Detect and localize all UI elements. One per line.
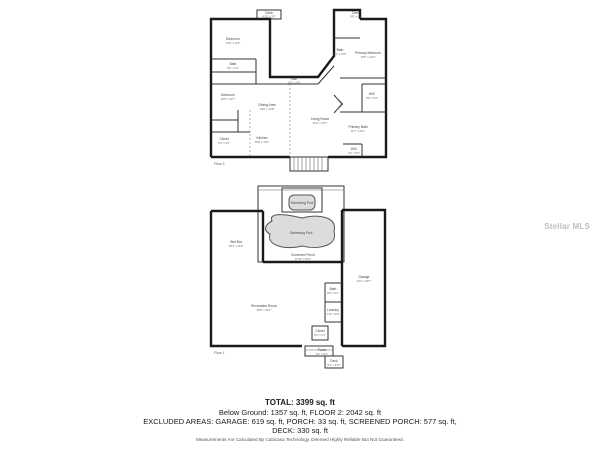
- room-dims: 18'4" x 14'6": [229, 244, 244, 248]
- room-bath-lower: Bath 8'0" x 6'1": [327, 287, 339, 295]
- room-dims: 24'4" x 39'7": [357, 279, 372, 283]
- room-dims: 8'0" x 6'1": [327, 291, 339, 295]
- room-name: Primary Bath: [348, 125, 367, 129]
- room-name: Wet Bar: [230, 240, 243, 244]
- room-name: Living Room: [311, 117, 330, 121]
- total-area: TOTAL: 3399 sq. ft: [265, 398, 335, 407]
- room-primary-bedroom: Primary Bedroom 15'5" x 13'0": [355, 51, 381, 59]
- room-name: Hall: [291, 77, 297, 81]
- room-name: Porch: [318, 348, 327, 352]
- room-bedroom-tl: Bedroom 14'9" x 12'6": [226, 37, 241, 45]
- area-breakdown: Below Ground: 1357 sq. ft, FLOOR 2: 2042…: [218, 408, 382, 417]
- room-name: Swimming Pool: [290, 231, 313, 235]
- room-screened-porch: Screened Porch 37'10" x 25'1": [291, 253, 315, 261]
- room-name: Deck: [352, 11, 360, 15]
- floor-2-plan: [209, 8, 388, 172]
- room-bath-tr: Bath 9'1" x 10'6": [333, 48, 346, 56]
- room-dims: 7'11" x 8'4": [326, 312, 339, 316]
- room-dims: 8'2" x 5'1": [227, 66, 239, 70]
- room-name: Deck: [330, 359, 338, 363]
- room-wic: WIC 9'0" x 5'2": [366, 92, 378, 100]
- room-name: Bath: [230, 62, 237, 66]
- room-name: Bath: [337, 48, 344, 52]
- room-dims: 9'1" x 10'6": [333, 52, 346, 56]
- room-closet-lower: Closet 5'2" x 3'1": [314, 329, 326, 337]
- room-name: Recreation Room: [251, 304, 277, 308]
- room-dims: 13'9" x 10'8": [260, 107, 275, 111]
- room-name: Bedroom: [226, 37, 240, 41]
- floor-1-plan: [209, 185, 387, 369]
- room-dims: 8'3" x 3'10": [327, 363, 340, 367]
- floor-plan-drawing: Floor 2 Floor 1 Deck 4'10" x 3'9" Bedroo…: [209, 8, 388, 369]
- room-dims: 16'8" x 13'1": [255, 140, 270, 144]
- room-dims: 11'7" x 10'1": [351, 129, 366, 133]
- room-hall-top: Hall 13'1" x 4'3": [287, 77, 300, 85]
- room-kitchen: Kitchen 16'8" x 13'1": [255, 136, 270, 144]
- small-pool-shape: [288, 194, 316, 211]
- watermark: Stellar MLS: [544, 222, 590, 231]
- room-name: Laundry: [327, 308, 339, 312]
- room-dims: 37'10" x 25'1": [295, 257, 311, 261]
- pool-shape: [265, 214, 335, 248]
- room-living: Living Room 16'4" x 15'7": [311, 117, 330, 125]
- room-dims: 39'5" x 31'3": [257, 308, 272, 312]
- room-deck-top: Deck 4'10" x 3'9": [262, 11, 275, 19]
- room-laundry: Laundry 7'11" x 8'4": [326, 308, 339, 316]
- room-dining: Dining Area 13'9" x 10'8": [258, 103, 275, 111]
- excluded-areas: EXCLUDED AREAS: GARAGE: 619 sq. ft, PORC…: [143, 417, 457, 426]
- room-swimming-pool-small: Swimming Pool: [291, 201, 314, 205]
- room-dims: 5'2" x 3'1": [314, 333, 326, 337]
- room-name: Garage: [359, 275, 370, 279]
- floor-1-label: Floor 1: [214, 351, 225, 355]
- room-dims: 4'10" x 3'9": [262, 15, 275, 19]
- room-name: Swimming Pool: [291, 201, 314, 205]
- excluded-areas-deck: DECK: 330 sq. ft: [272, 426, 328, 435]
- room-name: Closet: [219, 137, 228, 141]
- room-dims: 13'1" x 4'3": [287, 81, 300, 85]
- room-bedroom-ml: Bedroom 10'5" x 12'7": [221, 93, 236, 101]
- room-name: Screened Porch: [291, 253, 315, 257]
- room-name: Bath: [330, 287, 337, 291]
- room-bath-tl: Bath 8'2" x 5'1": [227, 62, 239, 70]
- room-primary-bath: Primary Bath 11'7" x 10'1": [348, 125, 367, 133]
- room-name: Bedroom: [221, 93, 235, 97]
- room-dims: 6'1" x 5'2": [316, 352, 328, 356]
- room-porch: Porch 6'1" x 5'2": [316, 348, 328, 356]
- room-deck-tr: Deck 9'8" x 4'4": [350, 11, 362, 19]
- room-name: Kitchen: [257, 136, 268, 140]
- room-closet-l: Closet 5'2" x 4'0": [218, 137, 230, 145]
- room-recreation: Recreation Room 39'5" x 31'3": [251, 304, 277, 312]
- room-name: Dining Area: [258, 103, 275, 107]
- room-dims: 14'9" x 12'6": [226, 41, 241, 45]
- room-swimming-pool: Swimming Pool: [290, 231, 313, 235]
- room-dims: 9'0" x 5'2": [366, 96, 378, 100]
- room-name: Primary Bedroom: [355, 51, 381, 55]
- room-dims: 4'2" x 5'0": [348, 151, 360, 155]
- room-name: Closet: [315, 329, 324, 333]
- room-dims: 9'8" x 4'4": [350, 15, 362, 19]
- floor-2-label: Floor 2: [214, 162, 225, 166]
- room-wet-bar: Wet Bar 18'4" x 14'6": [229, 240, 244, 248]
- room-dims: 10'5" x 12'7": [221, 97, 236, 101]
- room-dims: 5'2" x 4'0": [218, 141, 230, 145]
- room-name: Deck: [265, 11, 273, 15]
- room-name: WIC: [369, 92, 376, 96]
- room-dims: 15'5" x 13'0": [361, 55, 376, 59]
- room-deck-bottom: Deck 8'3" x 3'10": [327, 359, 340, 367]
- room-wic2: WIC 4'2" x 5'0": [348, 147, 360, 155]
- room-name: WIC: [351, 147, 358, 151]
- room-garage: Garage 24'4" x 39'7": [357, 275, 372, 283]
- measurement-disclaimer: Measurements Are Calculated By Cubicasa …: [196, 437, 404, 442]
- room-dims: 16'4" x 15'7": [313, 121, 328, 125]
